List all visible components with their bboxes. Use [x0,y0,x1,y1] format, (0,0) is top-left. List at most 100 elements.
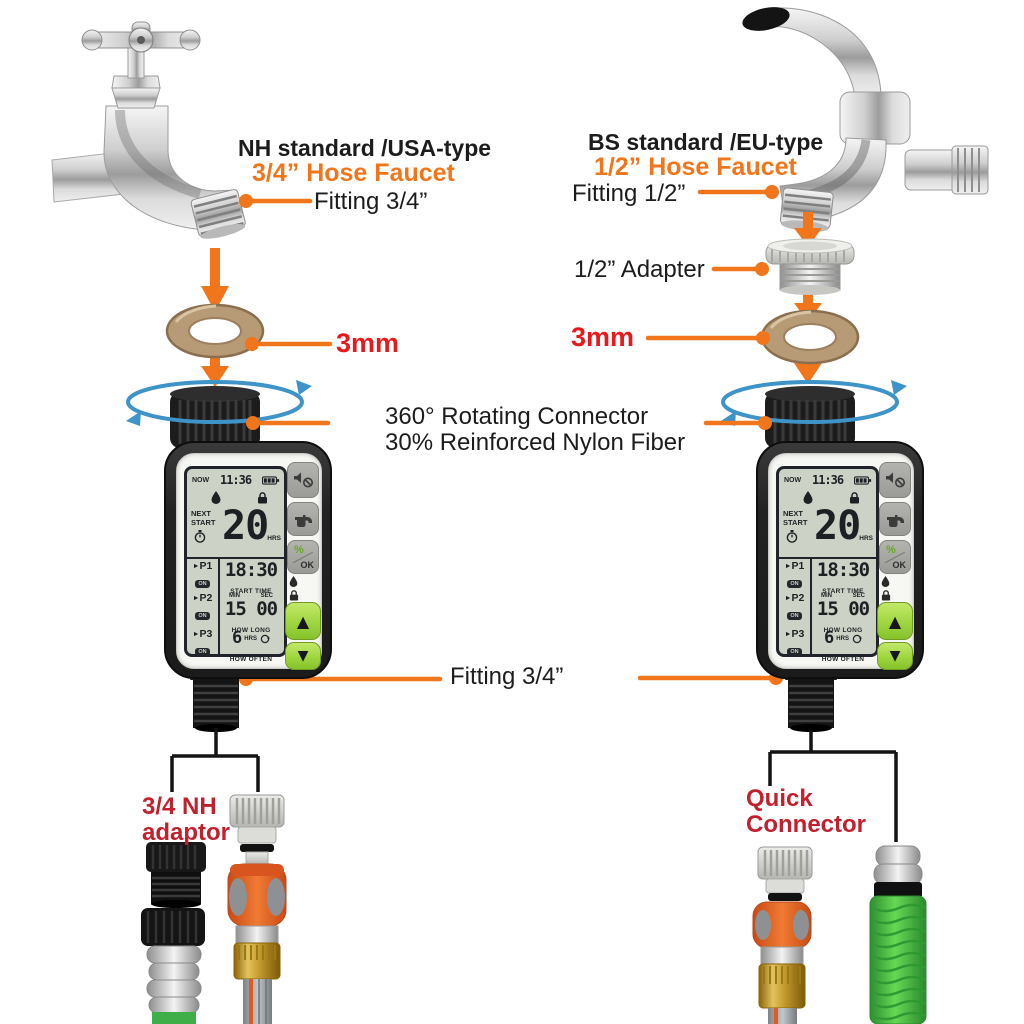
lock-icon [258,492,267,504]
label-fitting-34-top: Fitting 3/4” [314,188,428,215]
program-3-row: ►P3 ON 6 HRS [187,628,284,664]
next-start-label: NEXT START [191,509,223,543]
connector-tree-right [768,730,898,842]
timer-device-right: NOW 11:36 [756,441,924,679]
timer-lcd: NOW 11:36 [776,466,879,664]
program-1-time: 18:30 [816,559,870,581]
program-2-duration: 15 00 [224,598,278,620]
manual-onoff-button [879,462,911,498]
quick-coupler-left [227,863,287,1024]
faucet-icon [887,515,904,527]
timer-body: NOW 11:36 [756,441,924,679]
rubber-washer-left [165,303,265,359]
program-3-caption: HOW OFTEN [821,656,865,663]
timer-outlet-thread-left [190,670,242,732]
lock-icon-small [881,590,891,601]
rotating-connector-right [765,386,855,448]
rotation-arrow-left [126,380,312,426]
program-1-label: ►P1 ON [192,560,213,588]
label-nh-faucet: 3/4” Hose Faucet [252,159,455,187]
up-button: ▲ [285,602,321,640]
program-2-badge: ON [195,612,210,620]
watering-button [287,502,319,536]
next-start-unit: HRS [267,535,281,542]
program-3-label: ►P3 ON [784,628,805,656]
timer-faceplate: NOW 11:36 [176,453,322,670]
connector-tree-left [170,728,260,792]
water-drop-icon [803,491,813,504]
program-3-badge: ON [195,648,210,656]
faucet-eu-icon [742,7,989,232]
label-fitting-12: Fitting 1/2” [572,180,686,207]
label-quick-connector-line2: Connector [746,811,866,838]
battery-icon [261,475,280,485]
label-bs-standard: BS standard /EU-type [588,129,824,155]
water-drop-icon [211,491,221,504]
lcd-current-time: 11:36 [811,473,844,487]
program-1-row: ►P1 ON 18:30 START TIME [187,559,284,596]
program-2-caption: HOW LONG [231,627,271,634]
program-1-caption: START TIME [230,588,272,595]
program-2-caption: HOW LONG [823,627,863,634]
callout-leaders [239,185,783,686]
manual-onoff-icon [886,472,905,488]
next-start-value: 20 [222,503,269,549]
program-1-label: ►P1 ON [784,560,805,588]
manual-onoff-icon [294,472,313,488]
label-rotating-connector: 360° Rotating Connector [385,403,649,430]
flow-arrows [201,212,822,387]
faucet-usa-thread [190,189,246,239]
lcd-now-label: NOW [784,476,802,484]
timer-icon [194,530,206,543]
program-3-label: ►P3 ON [192,628,213,656]
program-1-time: 18:30 [224,559,278,581]
timer-device-left: NOW 11:36 [164,441,332,679]
label-3mm-left: 3mm [336,328,400,358]
program-3-badge: ON [787,648,802,656]
program-3-row: ►P3 ON 6 HRS [779,628,876,664]
program-2-label: ►P2 ON [192,592,213,620]
label-quick-connector: Quick Connector [746,786,866,838]
program-1-badge: ON [787,580,802,588]
half-inch-adapter-icon [765,238,855,295]
arrow-down-icon [794,212,822,247]
label-adapter-12: 1/2” Adapter [574,256,705,283]
timer-button-panel: % OK ▲ ▼ [285,460,321,670]
program-3-frequency: 6 [232,628,242,648]
label-nh-adaptor-line2: adaptor [142,819,231,846]
faucet-icon [295,515,312,527]
watering-button [879,502,911,536]
lcd-divider-horizontal [187,557,284,559]
label-nylon-fiber: 30% Reinforced Nylon Fiber [385,429,686,456]
hose-end-left [141,908,205,1024]
battery-icon [853,475,872,485]
down-button: ▼ [877,642,913,670]
timer-button-panel: % OK ▲ ▼ [877,460,913,670]
rain-delay-icon [289,576,298,587]
percent-ok-button: % OK [287,540,319,574]
next-start-unit: HRS [859,535,873,542]
label-bs-faucet: 1/2” Hose Faucet [594,153,797,181]
timer-outlet-thread-right [785,670,837,732]
label-3mm-right: 3mm [571,322,635,352]
expandable-hose-right [869,845,927,1024]
arrow-down-icon [201,248,229,312]
quick-connector-male-right [757,846,813,901]
lcd-divider-vertical [810,559,812,654]
label-nh-standard: NH standard /USA-type [238,135,492,161]
repeat-cycle-icon [852,634,862,643]
program-3-frequency: 6 [824,628,834,648]
lcd-divider-vertical [218,559,220,654]
next-start-value: 20 [814,503,861,549]
quick-coupler-right [752,901,812,1024]
label-nh-adaptor-line1: 3/4 NH [142,793,217,820]
percent-ok-button: % OK [879,540,911,574]
rain-delay-icon [881,576,890,587]
program-1-caption: START TIME [822,588,864,595]
timer-icon [786,530,798,543]
program-2-label: ►P2 ON [784,592,805,620]
program-3-caption: HOW OFTEN [229,656,273,663]
